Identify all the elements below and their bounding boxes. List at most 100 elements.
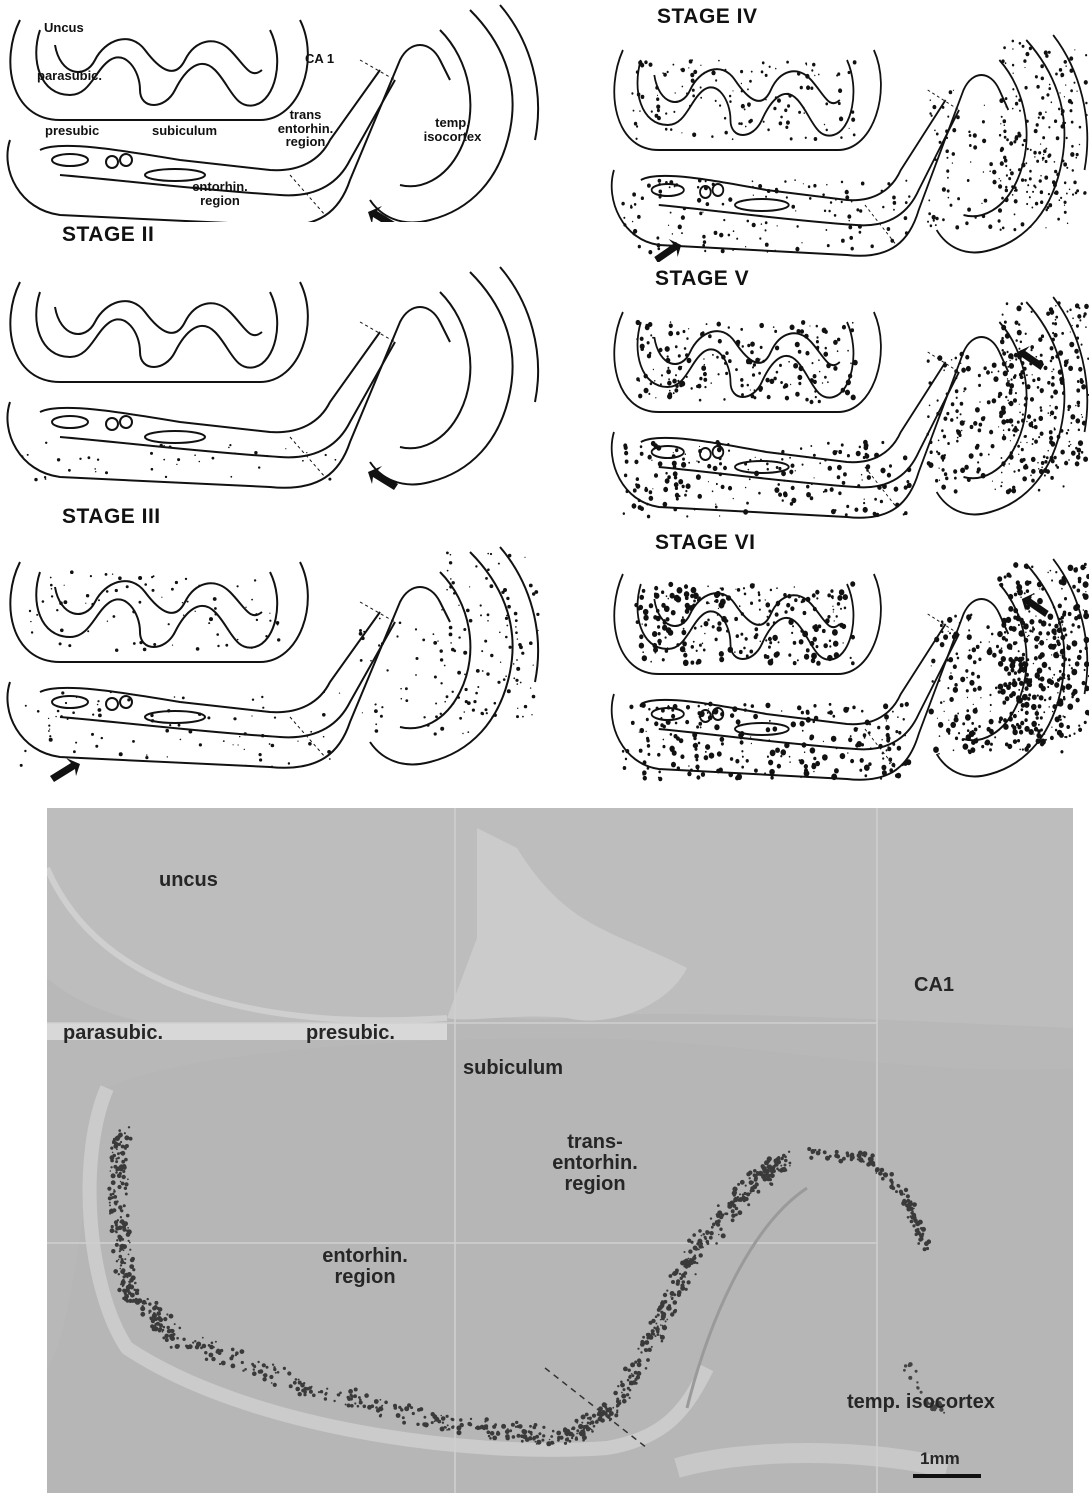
tangle-dot [1002, 624, 1005, 628]
tangle-dot [1084, 637, 1089, 643]
stained-neuron [651, 1346, 653, 1348]
tangle-dot [717, 751, 722, 756]
tangle-dot [647, 354, 651, 359]
tangle-dot [444, 701, 446, 703]
tangle-dot [658, 179, 662, 183]
tangle-dot [804, 654, 809, 660]
stained-neuron [176, 1337, 179, 1340]
tangle-dot [895, 730, 898, 733]
tangle-dot [832, 629, 838, 636]
tangle-dot [810, 87, 813, 90]
tangle-dot [1049, 84, 1051, 86]
stained-neuron [640, 1342, 645, 1347]
tangle-dot [940, 701, 942, 704]
tangle-dot [458, 636, 460, 638]
tangle-dot [854, 727, 857, 730]
stage-6-panel: STAGE VI [605, 524, 1089, 794]
tangle-dot [837, 72, 840, 75]
tangle-dot [718, 60, 720, 62]
tangle-dot [828, 210, 830, 213]
tangle-dot [1039, 695, 1044, 700]
tangle-dot [673, 465, 677, 469]
tangle-dot [986, 370, 990, 374]
stained-neuron [847, 1154, 849, 1156]
tangle-dot [990, 704, 992, 706]
tangle-dot [1065, 65, 1066, 67]
tangle-dot [797, 705, 801, 710]
tangle-dot [505, 675, 507, 677]
tangle-dot [980, 641, 982, 643]
tangle-dot [446, 552, 449, 555]
tangle-dot [691, 387, 693, 390]
tangle-dot [1006, 351, 1008, 353]
tangle-dot [947, 617, 952, 623]
tangle-dot [801, 242, 802, 243]
tangle-dot [791, 464, 795, 468]
stained-neuron [252, 1365, 254, 1367]
tangle-dot [754, 389, 756, 391]
tangle-dot [853, 360, 858, 366]
tangle-dot [674, 476, 677, 480]
tangle-dot [750, 350, 754, 354]
stained-neuron [724, 1212, 727, 1215]
tangle-dot [794, 586, 795, 588]
stained-neuron [163, 1317, 167, 1321]
stained-neuron [661, 1312, 666, 1317]
tangle-dot [810, 641, 815, 646]
tangle-dot [837, 465, 842, 470]
tangle-dot [721, 355, 725, 360]
tangle-dot [1083, 613, 1089, 620]
label-subiculum: subiculum [152, 124, 217, 138]
tangle-dot [1072, 325, 1073, 326]
tangle-dot [784, 383, 788, 388]
tangle-dot [665, 649, 669, 653]
stained-neuron [156, 1311, 161, 1316]
tangle-dot [1031, 704, 1037, 710]
tangle-dot [1084, 80, 1088, 85]
tangle-dot [649, 496, 654, 501]
tangle-dot [462, 733, 463, 734]
stained-neuron [295, 1387, 300, 1392]
tangle-dot [708, 702, 712, 707]
tangle-dot [1063, 123, 1065, 125]
tangle-dot [717, 373, 719, 375]
tangle-dot [824, 330, 828, 334]
tangle-dot [171, 588, 174, 591]
stained-neuron [780, 1165, 782, 1167]
tangle-dot [1036, 85, 1039, 89]
stained-neuron [459, 1418, 462, 1421]
tangle-dot [786, 196, 788, 198]
stained-neuron [529, 1425, 532, 1428]
tangle-dot [775, 748, 780, 753]
stained-neuron [917, 1228, 919, 1230]
stained-neuron [750, 1186, 754, 1190]
tangle-dot [1031, 457, 1036, 462]
tangle-dot [720, 627, 722, 629]
tangle-dot [673, 704, 678, 709]
tangle-dot [1013, 73, 1014, 74]
tangle-dot [753, 195, 754, 196]
tangle-dot [1014, 593, 1017, 597]
tangle-dot [1057, 435, 1061, 439]
stained-neuron [776, 1167, 779, 1170]
tangle-dot [932, 680, 934, 683]
tangle-dot [329, 758, 331, 760]
stained-neuron [900, 1192, 904, 1196]
tangle-dot [692, 89, 695, 92]
tangle-dot [648, 322, 652, 327]
tangle-dot [1066, 137, 1068, 139]
label-presubic: presubic [45, 124, 99, 138]
stained-neuron [613, 1391, 618, 1396]
tangle-dot [797, 659, 799, 661]
tangle-dot [796, 225, 798, 228]
tangle-dot [1019, 110, 1021, 112]
tangle-dot [441, 609, 443, 611]
tangle-dot [1003, 434, 1005, 436]
tangle-dot [740, 633, 743, 636]
stained-neuron [142, 1300, 147, 1305]
tangle-dot [966, 689, 969, 692]
tangle-dot [1021, 448, 1024, 451]
stained-neuron [298, 1379, 300, 1381]
tangle-dot [700, 65, 701, 66]
tangle-dot [870, 747, 872, 749]
